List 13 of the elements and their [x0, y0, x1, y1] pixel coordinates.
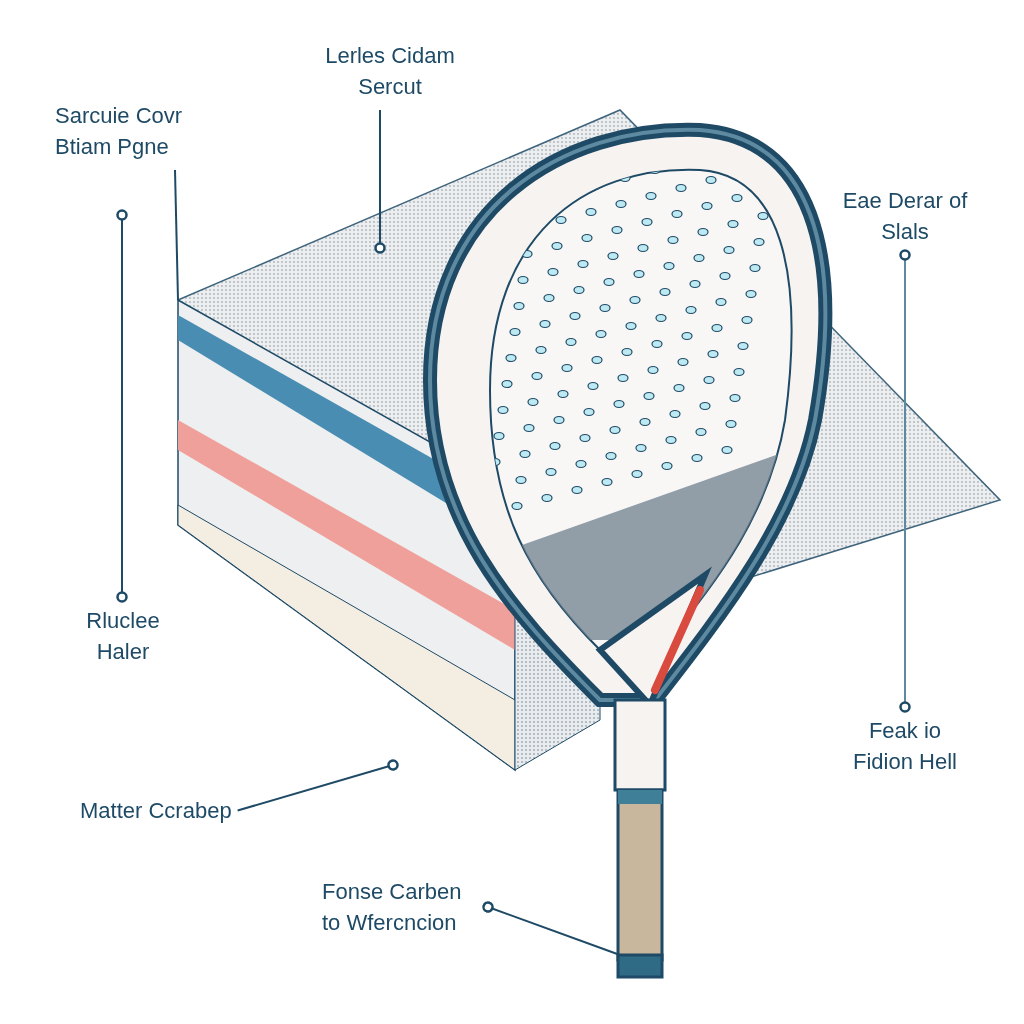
- callout-label: Fonse Carben to Wfercncion: [322, 876, 482, 938]
- leader-line: [482, 901, 621, 956]
- callout-label: Rluclee Haler: [63, 605, 183, 667]
- leader-line: [174, 169, 179, 301]
- leader-line: [374, 109, 386, 254]
- leader-line: [116, 209, 128, 603]
- callout-label: Sarcuie Covr Btiam Pgne: [55, 100, 210, 162]
- leader-line: [899, 249, 911, 713]
- callout-label: Lerles Cidam Sercut: [310, 40, 470, 102]
- callout-label: Eae Derar of Slals: [840, 185, 970, 247]
- callout-label: Feak io Fidion Hell: [840, 715, 970, 777]
- callout-label: Matter Ccrabep: [80, 795, 232, 826]
- leader-line: [236, 759, 399, 812]
